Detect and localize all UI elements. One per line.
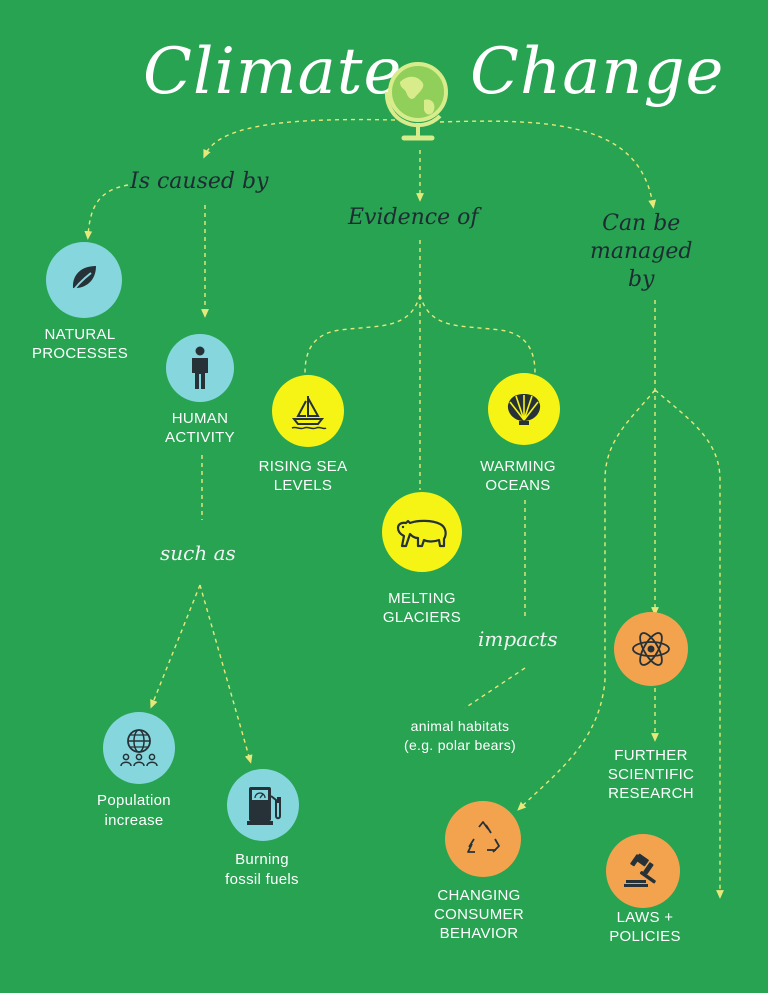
connector-evidence-of: Evidence of [348, 205, 479, 230]
sailboat-icon [291, 396, 327, 430]
natural-processes-node [46, 242, 122, 318]
burning-fossil-fuels-label: Burning fossil fuels [225, 851, 299, 888]
laws-policies-node [606, 834, 680, 908]
animal-habitats-label: animal habitats (e.g. polar bears) [403, 718, 516, 753]
connector-managed-by: Can be managed by [590, 211, 693, 292]
connector-such-as: such as [160, 541, 236, 565]
globe-stand-icon [378, 52, 458, 148]
consumer-behavior-node [445, 801, 521, 877]
recycle-icon [467, 821, 500, 853]
link-evidence-right [419, 294, 536, 374]
warming-oceans-label: WARMING OCEANS [480, 458, 556, 494]
leaf-icon [69, 266, 96, 296]
natural-processes-label: NATURAL PROCESSES [31, 326, 129, 362]
globe-people-icon [120, 729, 158, 767]
link-managed-left [517, 389, 656, 811]
link-managed-right [654, 389, 724, 899]
scientific-research-label: FURTHER SCIENTIFIC RESEARCH [607, 747, 695, 802]
link-evidence-left [304, 294, 421, 374]
title-climate: Climate [143, 35, 403, 109]
title-change: Change [470, 35, 725, 109]
link-suchas-to-population [150, 584, 201, 709]
link-title-to-managed [439, 120, 657, 209]
fuel-pump-icon [247, 787, 281, 825]
bear-icon [396, 519, 447, 548]
population-increase-node [103, 712, 175, 784]
person-icon [192, 346, 208, 389]
population-increase-label: Population increase [97, 792, 171, 829]
link-impacts-to-habitats [464, 667, 526, 709]
connector-caused-by: Is caused by [130, 169, 269, 194]
atom-icon [632, 632, 670, 666]
rising-sea-levels-label: RISING SEA LEVELS [258, 458, 348, 494]
scientific-research-node [614, 612, 688, 686]
rising-sea-levels-node [272, 375, 344, 447]
melting-glaciers-label: MELTING GLACIERS [382, 590, 462, 626]
burning-fossil-fuels-node [227, 769, 299, 841]
connector-impacts: impacts [478, 627, 558, 651]
human-activity-label: HUMAN ACTIVITY [165, 410, 235, 446]
link-caused-to-natural [84, 184, 129, 240]
seashell-icon [507, 394, 541, 425]
human-activity-node [166, 334, 234, 402]
melting-glaciers-node [382, 492, 462, 572]
gavel-icon [624, 853, 656, 887]
consumer-behavior-label: CHANGING CONSUMER BEHAVIOR [434, 887, 524, 942]
link-title-to-caused [203, 118, 396, 159]
laws-policies-label: LAWS + POLICIES [609, 909, 681, 945]
link-suchas-to-fossil [199, 584, 253, 764]
warming-oceans-node [488, 373, 560, 445]
